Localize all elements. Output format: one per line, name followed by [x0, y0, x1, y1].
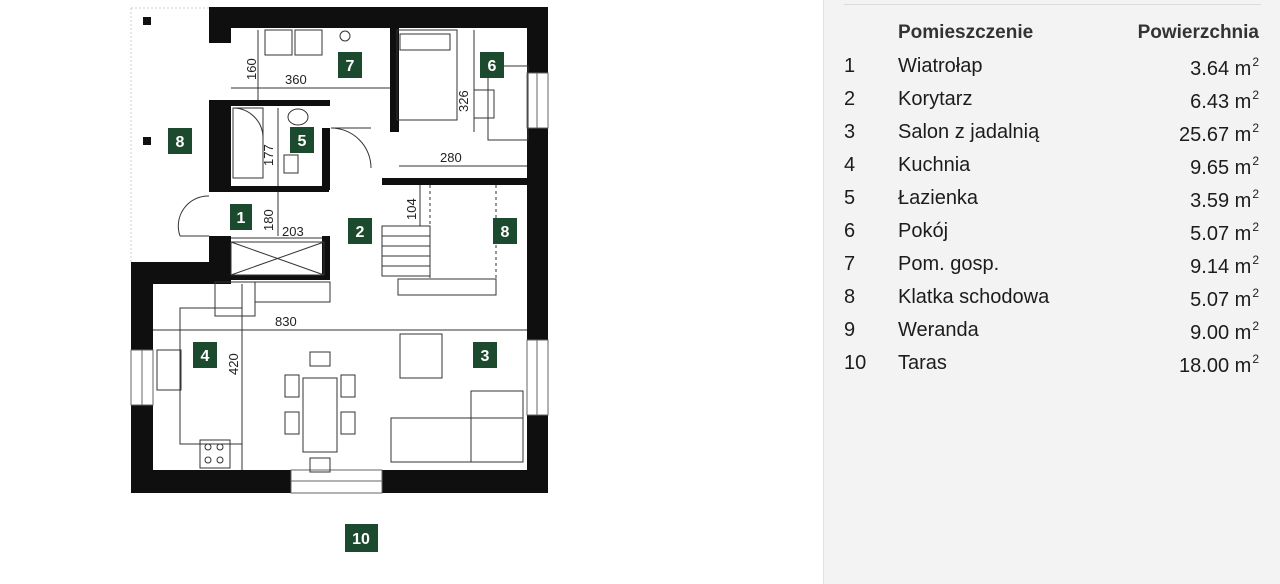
room-badge-7[interactable]: 7: [338, 52, 362, 78]
room-name: Wiatrołap: [898, 55, 983, 77]
unit-exponent: 2: [1252, 88, 1259, 102]
room-badges: 1 2 3 4 5 6 7 8: [168, 52, 517, 552]
unit-exponent: 2: [1252, 154, 1259, 168]
room-name: Pokój: [898, 220, 949, 242]
room-name: Weranda: [898, 319, 979, 341]
dim-label: 180: [261, 209, 276, 231]
room-badge-3[interactable]: 3: [473, 342, 497, 368]
svg-text:7: 7: [346, 58, 355, 75]
room-name: Klatka schodowa: [898, 286, 1050, 308]
table-row: 6 Pokój 5.07 m2: [824, 216, 1280, 249]
panel-divider: [844, 4, 1261, 5]
dimension-lines: [153, 30, 527, 470]
unit-exponent: 2: [1252, 253, 1259, 267]
svg-text:8: 8: [176, 134, 185, 151]
room-areas-panel: Pomieszczenie Powierzchnia 1 Wiatrołap 3.6…: [823, 0, 1280, 584]
walls: [131, 7, 548, 493]
room-name: Korytarz: [898, 88, 973, 110]
dim-label: 360: [285, 72, 307, 87]
room-number: 9: [844, 319, 856, 341]
room-number: 4: [844, 154, 856, 176]
room-number: 10: [844, 352, 867, 374]
dim-label: 420: [226, 353, 241, 375]
unit-exponent: 2: [1252, 319, 1259, 333]
room-area: 18.00 m2: [1179, 352, 1259, 377]
svg-text:6: 6: [488, 58, 497, 75]
svg-text:1: 1: [237, 210, 246, 227]
room-badge-2[interactable]: 2: [348, 218, 372, 244]
veranda-post: [143, 17, 151, 25]
table-row: 8 Klatka schodowa 5.07 m2: [824, 282, 1280, 315]
room-number: 5: [844, 187, 856, 209]
room-area: 25.67 m2: [1179, 121, 1259, 146]
room-name: Pom. gosp.: [898, 253, 1000, 275]
room-area: 5.07 m2: [1190, 286, 1259, 311]
dim-label: 160: [244, 58, 259, 80]
unit-exponent: 2: [1252, 352, 1259, 366]
room-number: 1: [844, 55, 856, 77]
dim-label: 203: [282, 224, 304, 239]
dim-label: 326: [456, 90, 471, 112]
dim-label: 177: [261, 144, 276, 166]
floor-plan-area: 360 160 326 280 177 180 203 104 830 420 …: [130, 7, 549, 552]
room-badge-10[interactable]: 10: [345, 524, 378, 552]
room-badge-6[interactable]: 6: [480, 52, 504, 78]
table-header: Pomieszczenie Powierzchnia: [824, 18, 1280, 51]
furniture: [156, 29, 529, 473]
room-number: 8: [844, 286, 856, 308]
unit-exponent: 2: [1252, 187, 1259, 201]
room-area: 3.59 m2: [1190, 187, 1259, 212]
table-row: 3 Salon z jadalnią 25.67 m2: [824, 117, 1280, 150]
dim-label: 280: [440, 150, 462, 165]
room-area: 6.43 m2: [1190, 88, 1259, 113]
unit-exponent: 2: [1252, 55, 1259, 69]
room-area: 9.65 m2: [1190, 154, 1259, 179]
veranda-post: [143, 137, 151, 145]
unit-exponent: 2: [1252, 286, 1259, 300]
svg-text:2: 2: [356, 224, 365, 241]
table-row: 5 Łazienka 3.59 m2: [824, 183, 1280, 216]
table-row: 1 Wiatrołap 3.64 m2: [824, 51, 1280, 84]
room-area: 3.64 m2: [1190, 55, 1259, 80]
room-area: 9.00 m2: [1190, 319, 1259, 344]
room-name: Salon z jadalnią: [898, 121, 1040, 143]
veranda-outline: [130, 7, 209, 262]
room-name: Kuchnia: [898, 154, 971, 176]
unit-exponent: 2: [1252, 121, 1259, 135]
table-row: 2 Korytarz 6.43 m2: [824, 84, 1280, 117]
table-row: 10 Taras 18.00 m2: [824, 348, 1280, 381]
dim-label: 830: [275, 314, 297, 329]
room-number: 3: [844, 121, 856, 143]
svg-text:10: 10: [352, 531, 370, 548]
room-area: 5.07 m2: [1190, 220, 1259, 245]
room-number: 6: [844, 220, 856, 242]
svg-text:4: 4: [201, 348, 210, 365]
dim-label: 104: [404, 198, 419, 220]
table-row: 9 Weranda 9.00 m2: [824, 315, 1280, 348]
room-badge-1[interactable]: 1: [230, 204, 252, 230]
room-badge-5[interactable]: 5: [290, 127, 314, 153]
room-badge-4[interactable]: 4: [193, 342, 217, 368]
room-name: Taras: [898, 352, 947, 374]
room-number: 7: [844, 253, 856, 275]
floor-plan: 360 160 326 280 177 180 203 104 830 420 …: [130, 7, 549, 552]
svg-text:3: 3: [481, 348, 490, 365]
unit-exponent: 2: [1252, 220, 1259, 234]
header-room: Pomieszczenie: [898, 22, 1034, 43]
room-area: 9.14 m2: [1190, 253, 1259, 278]
room-number: 2: [844, 88, 856, 110]
header-area: Powierzchnia: [1137, 22, 1259, 43]
room-areas-table: Pomieszczenie Powierzchnia 1 Wiatrołap 3.6…: [824, 18, 1280, 381]
room-badge-8-veranda[interactable]: 8: [168, 128, 192, 154]
svg-text:8: 8: [501, 224, 510, 241]
table-row: 7 Pom. gosp. 9.14 m2: [824, 249, 1280, 282]
svg-text:5: 5: [298, 133, 307, 150]
room-name: Łazienka: [898, 187, 979, 209]
table-row: 4 Kuchnia 9.65 m2: [824, 150, 1280, 183]
room-badge-8-stairs[interactable]: 8: [493, 218, 517, 244]
